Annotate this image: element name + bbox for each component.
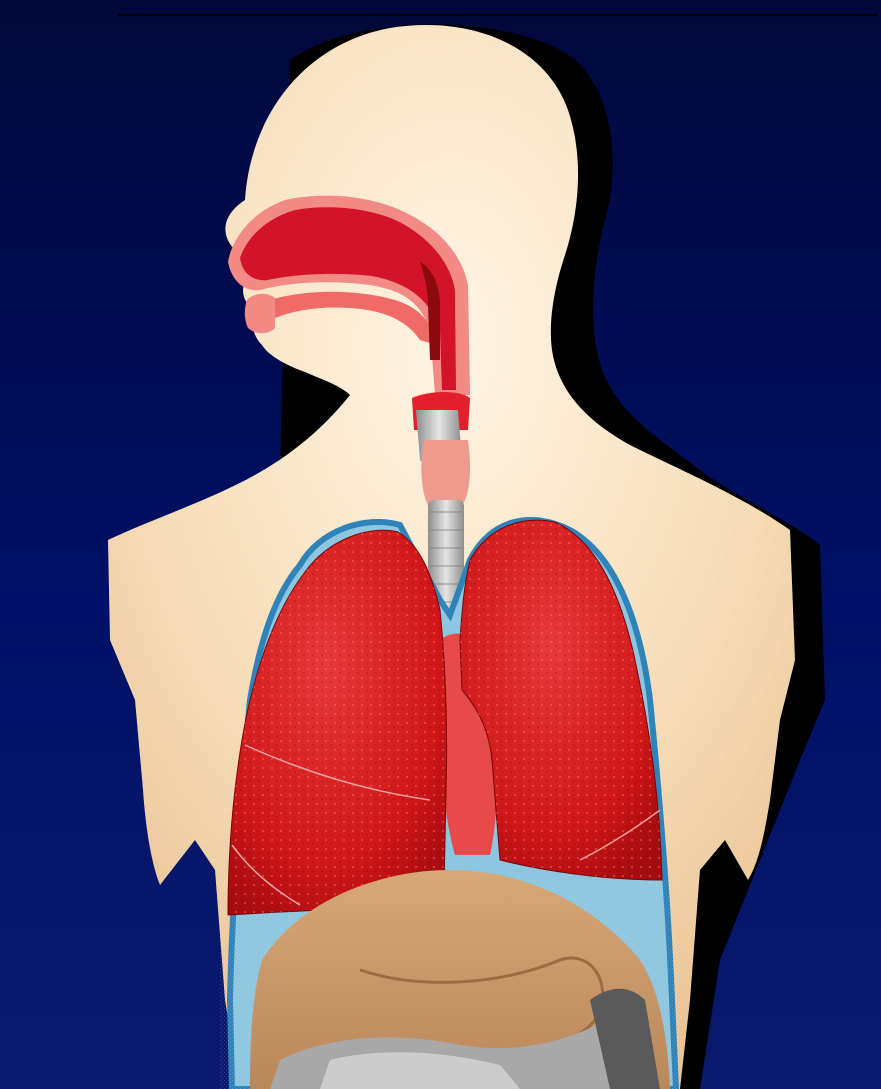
thyroid — [421, 440, 470, 505]
top-rule — [118, 14, 878, 16]
lips — [245, 294, 275, 334]
